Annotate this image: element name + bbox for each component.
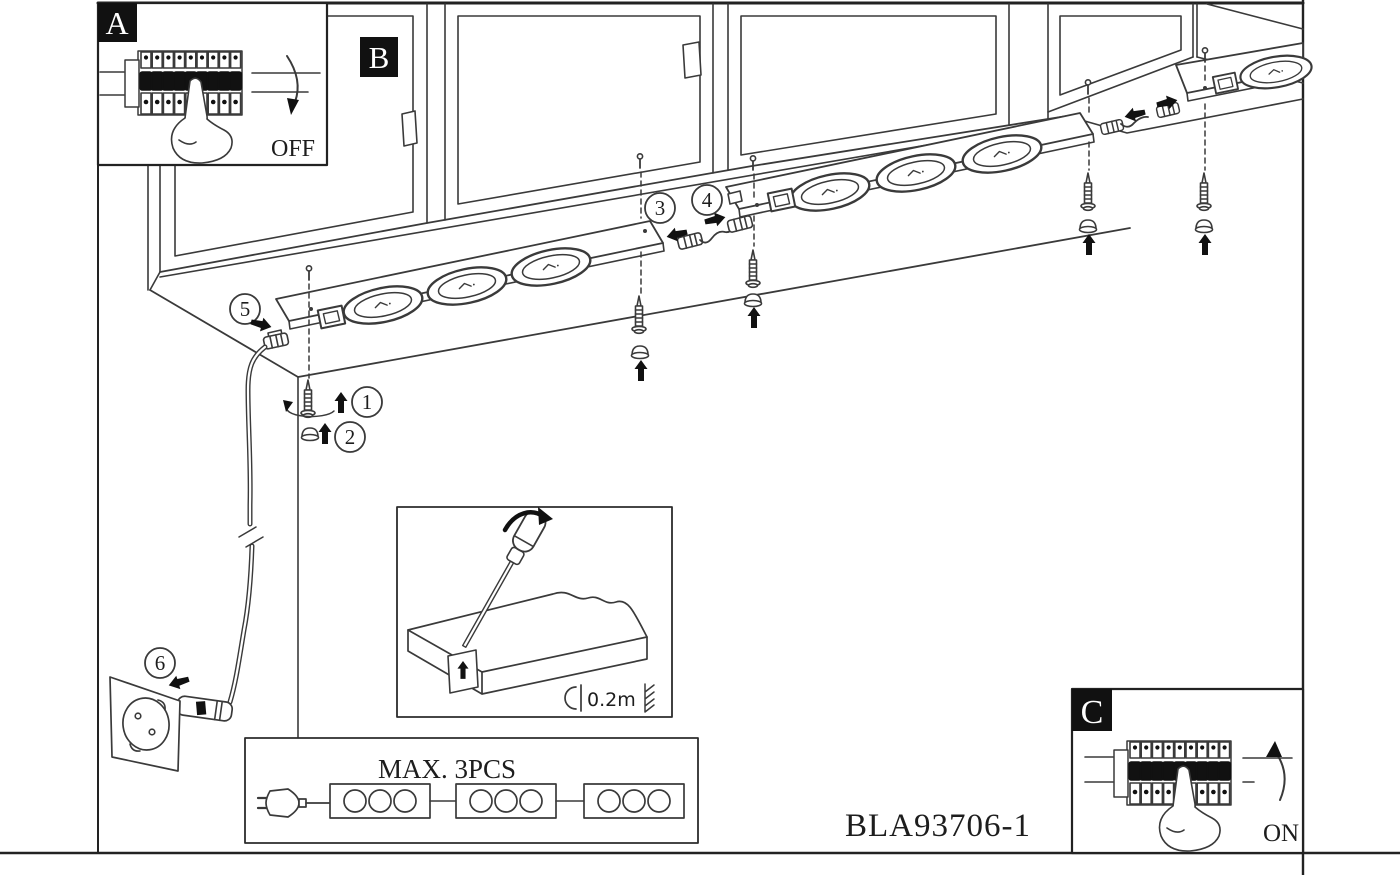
inset-screwdriver-detail: 0.2m — [396, 506, 673, 718]
push-arrow-icon — [165, 671, 192, 693]
off-label: OFF — [271, 136, 315, 162]
power-cord — [227, 344, 268, 705]
under-cabinet-band — [149, 227, 1131, 739]
fastener-columns — [283, 46, 1214, 445]
svg-text:6: 6 — [155, 651, 166, 675]
light-strip-1 — [267, 220, 665, 344]
label-b-badge: B — [360, 37, 398, 77]
door-handle — [401, 110, 418, 147]
svg-text:5: 5 — [240, 297, 251, 321]
door-handle — [682, 41, 702, 79]
on-label: ON — [1263, 820, 1299, 847]
letter-a: A — [105, 5, 128, 41]
step-circle-2: 2 — [334, 421, 366, 453]
letter-b: B — [369, 40, 390, 75]
surface-symbol-icon — [644, 683, 655, 713]
cabinet-scene: B — [147, 3, 1304, 739]
inset-c-breaker-on: C ON — [1070, 687, 1305, 855]
svg-text:4: 4 — [702, 188, 713, 212]
lamp-symbol-icon — [564, 684, 582, 712]
strip-port — [727, 190, 743, 205]
light-strip-2 — [725, 112, 1095, 219]
step-markers: 1 2 3 4 5 6 — [144, 184, 723, 693]
inter-connector-2 — [1099, 92, 1181, 136]
min-distance-label: 0.2m — [587, 689, 636, 711]
screwdriver-icon — [461, 507, 553, 649]
svg-text:1: 1 — [362, 390, 373, 414]
light-strip-3 — [1175, 42, 1316, 102]
step-circle-4: 4 — [691, 184, 723, 216]
letter-c: C — [1081, 694, 1104, 731]
push-arrow-icon — [1122, 104, 1148, 125]
inset-max-chain: MAX. 3PCS — [244, 737, 699, 844]
strip-module — [329, 783, 431, 819]
step-circle-1: 1 — [351, 386, 383, 418]
step-circle-6: 6 — [144, 647, 176, 679]
svg-text:3: 3 — [655, 196, 666, 220]
strip-housing — [407, 591, 648, 695]
power-cord-assembly — [109, 331, 290, 772]
step-circle-3: 3 — [644, 192, 676, 224]
connector-cable — [1120, 115, 1149, 128]
part-number-label: BLA93706-1 — [845, 808, 1031, 844]
wall-socket — [109, 676, 181, 772]
plug-symbol-icon — [256, 788, 331, 818]
rotate-down-arrow-icon — [286, 55, 299, 103]
svg-text:2: 2 — [345, 425, 356, 449]
inter-connector-1 — [664, 209, 754, 251]
cord-break-mark — [238, 526, 264, 548]
step-circle-5: 5 — [229, 293, 261, 325]
strip-module — [583, 783, 685, 819]
connector-cable — [699, 227, 734, 244]
max-caption: MAX. 3PCS — [378, 754, 516, 784]
inset-a-breaker-off: A OFF — [96, 1, 329, 167]
min-distance-group: 0.2m — [564, 683, 655, 713]
strip-module — [455, 783, 557, 819]
